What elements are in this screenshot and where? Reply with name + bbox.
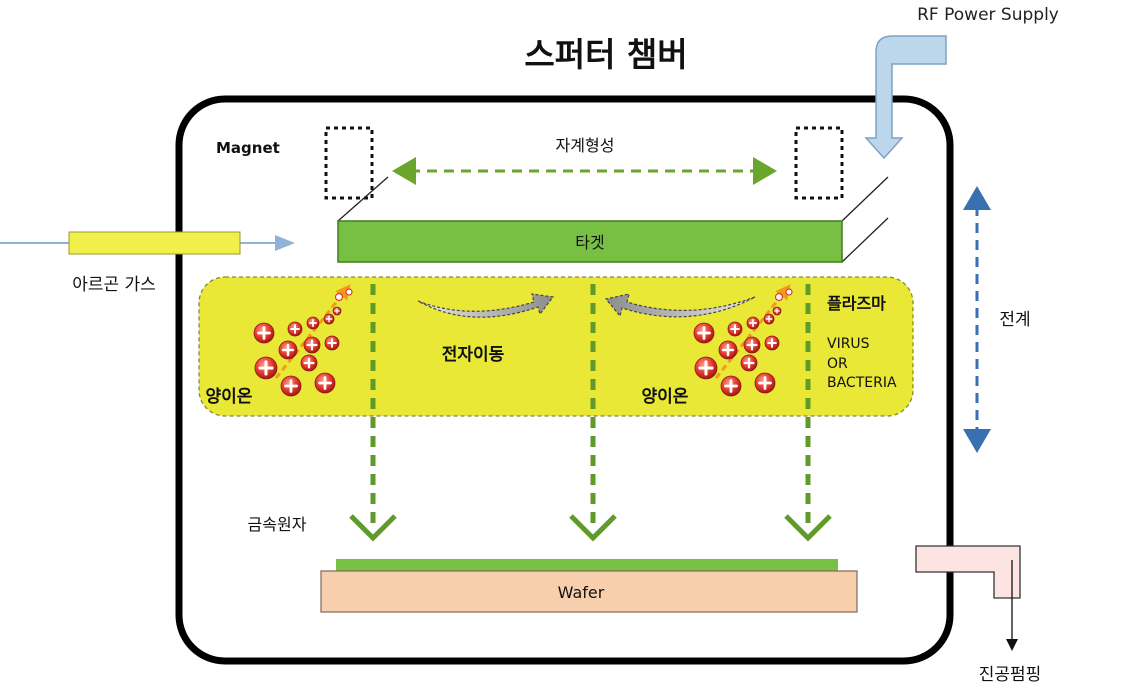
sputtered-particle-icon [345,288,353,296]
ion-trajectory-arrow-icon [714,284,791,379]
plasma-label: 플라즈마 [827,294,886,313]
plus-sign-icon [767,338,777,348]
plus-sign-icon [724,379,738,393]
metal-atom-flow-arrow-left [349,284,397,542]
argon-gas-label: 아르곤 가스 [72,275,156,295]
magnetic-field-arrowhead-left-icon [392,157,416,185]
electron-swoosh-right-icon [604,293,756,318]
metal-atom-flow-arrow-center [569,284,617,542]
plus-sign-icon [327,338,337,348]
vacuum-pump-arrowhead-icon [1006,639,1018,651]
magnet-left-icon [324,126,374,200]
plus-sign-icon [257,326,271,340]
plus-sign-icon [303,357,315,369]
plus-sign-icon [774,308,780,314]
wafer [320,570,858,613]
metal-atom-flow-arrow-right [784,284,832,542]
electric-field-arrowhead-down-icon [963,429,991,453]
virus-label-line3: BACTERIA [827,375,897,391]
plus-sign-icon [258,360,274,376]
plus-sign-icon [746,339,758,351]
plus-sign-icon [306,339,318,351]
sputtered-particle-icon [334,292,344,302]
sputtered-particle-icon [785,288,793,296]
positive-ion-label-left: 양이온 [206,387,253,407]
positive-ion-cluster-right [693,284,793,397]
target-label: 타겟 [575,233,604,252]
chamber-wall [175,95,954,665]
virus-label-line2: OR [827,356,848,372]
vacuum-pump-pipe-icon [915,545,1021,599]
plus-sign-icon [730,324,740,334]
diagram-title: 스퍼터 챔버 [524,35,687,74]
positive-ion-cluster-left [253,284,353,397]
positive-ion-label-right: 양이온 [642,387,689,407]
plus-sign-icon [698,360,714,376]
magnet-right-icon [794,126,844,200]
magnet-label: Magnet [216,139,280,157]
metal-atom-label: 금속원자 [248,515,307,534]
virus-label-line1: VIRUS [827,336,870,352]
wafer-label: Wafer [558,583,605,602]
plus-sign-icon [748,318,758,328]
plus-sign-icon [308,318,318,328]
plus-sign-icon [325,315,333,323]
plus-sign-icon [334,308,340,314]
vacuum-pumping-label: 진공펌핑 [979,665,1042,685]
plus-sign-icon [290,324,300,334]
plus-sign-icon [758,376,772,390]
plus-sign-icon [765,315,773,323]
rf-power-supply-label: RF Power Supply [917,5,1059,25]
argon-gas-arrowhead-icon [275,235,295,251]
sputtered-particle-icon [774,292,784,302]
electron-swoosh-left-icon [417,293,555,318]
plus-sign-icon [284,379,298,393]
electric-field-arrowhead-up-icon [963,186,991,210]
electric-field-label: 전계 [999,310,1030,330]
magnetic-field-arrowhead-right-icon [753,157,777,185]
electron-movement-label: 전자이동 [442,345,505,365]
magnetic-field-label: 자계형성 [556,136,615,155]
argon-gas-tube [68,231,241,255]
plus-sign-icon [721,343,735,357]
deposited-film [336,559,838,571]
ion-trajectory-arrow-icon [274,284,351,379]
plus-sign-icon [697,326,711,340]
plus-sign-icon [743,357,755,369]
plus-sign-icon [318,376,332,390]
target-slab [337,176,889,263]
plus-sign-icon [281,343,295,357]
rf-power-pipe-icon [864,35,947,160]
